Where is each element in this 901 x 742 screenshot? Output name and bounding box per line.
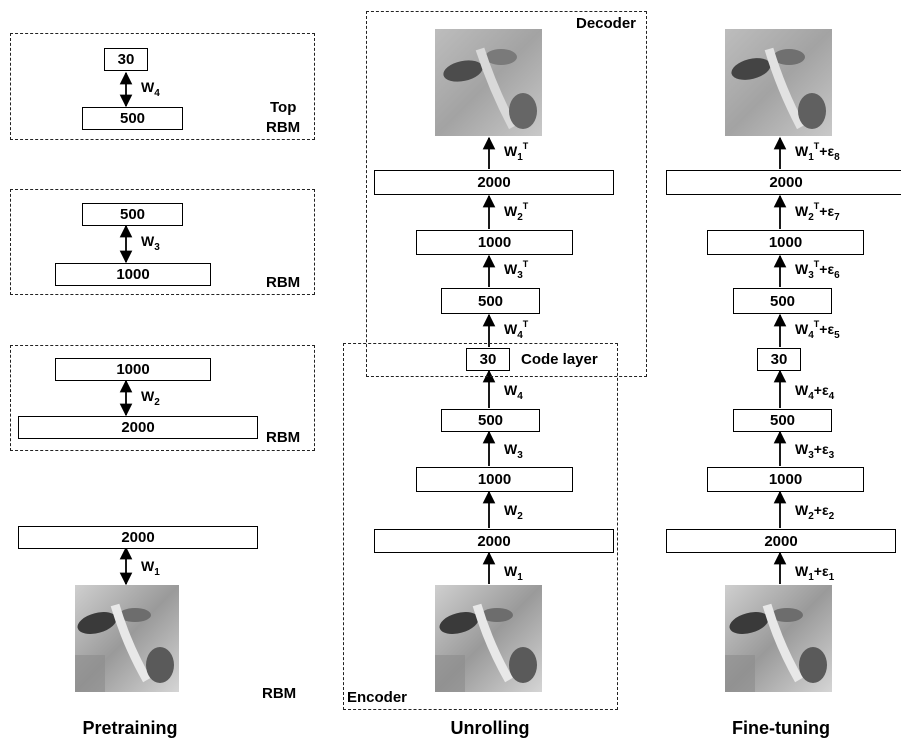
rbm-box-3	[10, 345, 315, 451]
top-rbm-label-rbm: RBM	[266, 119, 301, 136]
unroll-layer-2000-top: 2000	[374, 170, 614, 195]
top-rbm-label-top: Top	[270, 99, 297, 116]
code-layer-label: Code layer	[521, 351, 598, 368]
pretrain-weight-w1: W1	[141, 558, 160, 578]
unroll-weight-w3: W3	[504, 441, 523, 461]
face-image-pretrain	[75, 585, 179, 692]
unroll-layer-2000-bottom: 2000	[374, 529, 614, 553]
pretrain-weight-w3: W3	[141, 233, 160, 253]
ft-weight-8: W1+ε1	[795, 563, 835, 583]
unroll-weight-w1: W1	[504, 563, 523, 583]
ft-layer-2000-top: 2000	[666, 170, 901, 195]
unroll-weight-w2t: W2T	[504, 201, 529, 223]
ft-weight-3: W3T+ε6	[795, 259, 840, 281]
unroll-layer-1000-top: 1000	[416, 230, 573, 255]
unroll-weight-w3t: W3T	[504, 259, 529, 281]
encoder-box	[343, 343, 618, 710]
face-image-unroll-output	[435, 29, 542, 136]
ft-layer-2000-bottom: 2000	[666, 529, 896, 553]
decoder-box	[366, 11, 647, 377]
unroll-layer-500-bottom: 500	[441, 409, 540, 432]
title-pretraining: Pretraining	[82, 718, 178, 738]
pretrain-layer-30: 30	[104, 48, 148, 71]
pretrain-layer-2000-a: 2000	[18, 416, 258, 439]
ft-weight-1: W1T+ε8	[795, 141, 840, 163]
pretrain-layer-1000-a: 1000	[55, 263, 211, 286]
ft-code-layer-30: 30	[757, 348, 801, 371]
ft-weight-2: W2T+ε7	[795, 201, 840, 223]
unroll-weight-w4: W4	[504, 382, 523, 402]
rbm-box-2	[10, 189, 315, 295]
ft-layer-500-bottom: 500	[733, 409, 832, 432]
face-image-ft-output	[725, 29, 832, 136]
ft-weight-7: W2+ε2	[795, 502, 835, 522]
unroll-layer-1000-bottom: 1000	[416, 467, 573, 492]
rbm-label-3: RBM	[266, 429, 301, 446]
pretrain-layer-500: 500	[82, 203, 183, 226]
title-finetuning: Fine-tuning	[732, 718, 830, 738]
unroll-weight-w1t: W1T	[504, 141, 529, 163]
pretrain-layer-500-top: 500	[82, 107, 183, 130]
rbm-label-2: RBM	[266, 274, 301, 291]
ft-layer-1000-bottom: 1000	[707, 467, 864, 492]
ft-layer-1000-top: 1000	[707, 230, 864, 255]
unroll-weight-w4t: W4T	[504, 319, 529, 341]
encoder-label: Encoder	[347, 689, 408, 706]
rbm-label-4: RBM	[262, 685, 297, 702]
ft-weight-5: W4+ε4	[795, 382, 835, 402]
unroll-weight-w2: W2	[504, 502, 523, 522]
pretrain-layer-2000-b: 2000	[18, 526, 258, 549]
face-image-ft-input	[725, 585, 832, 692]
pretrain-weight-w2: W2	[141, 388, 160, 408]
pretrain-layer-1000-b: 1000	[55, 358, 211, 381]
top-rbm-box	[10, 33, 315, 140]
ft-layer-500-top: 500	[733, 288, 832, 314]
unroll-layer-500-top: 500	[441, 288, 540, 314]
pretrain-weight-w4: W4	[141, 79, 160, 99]
ft-weight-6: W3+ε3	[795, 441, 835, 461]
unroll-code-layer-30: 30	[466, 348, 510, 371]
face-image-unroll-input	[435, 585, 542, 692]
ft-weight-4: W4T+ε5	[795, 319, 840, 341]
decoder-label: Decoder	[576, 15, 637, 32]
title-unrolling: Unrolling	[450, 718, 530, 738]
